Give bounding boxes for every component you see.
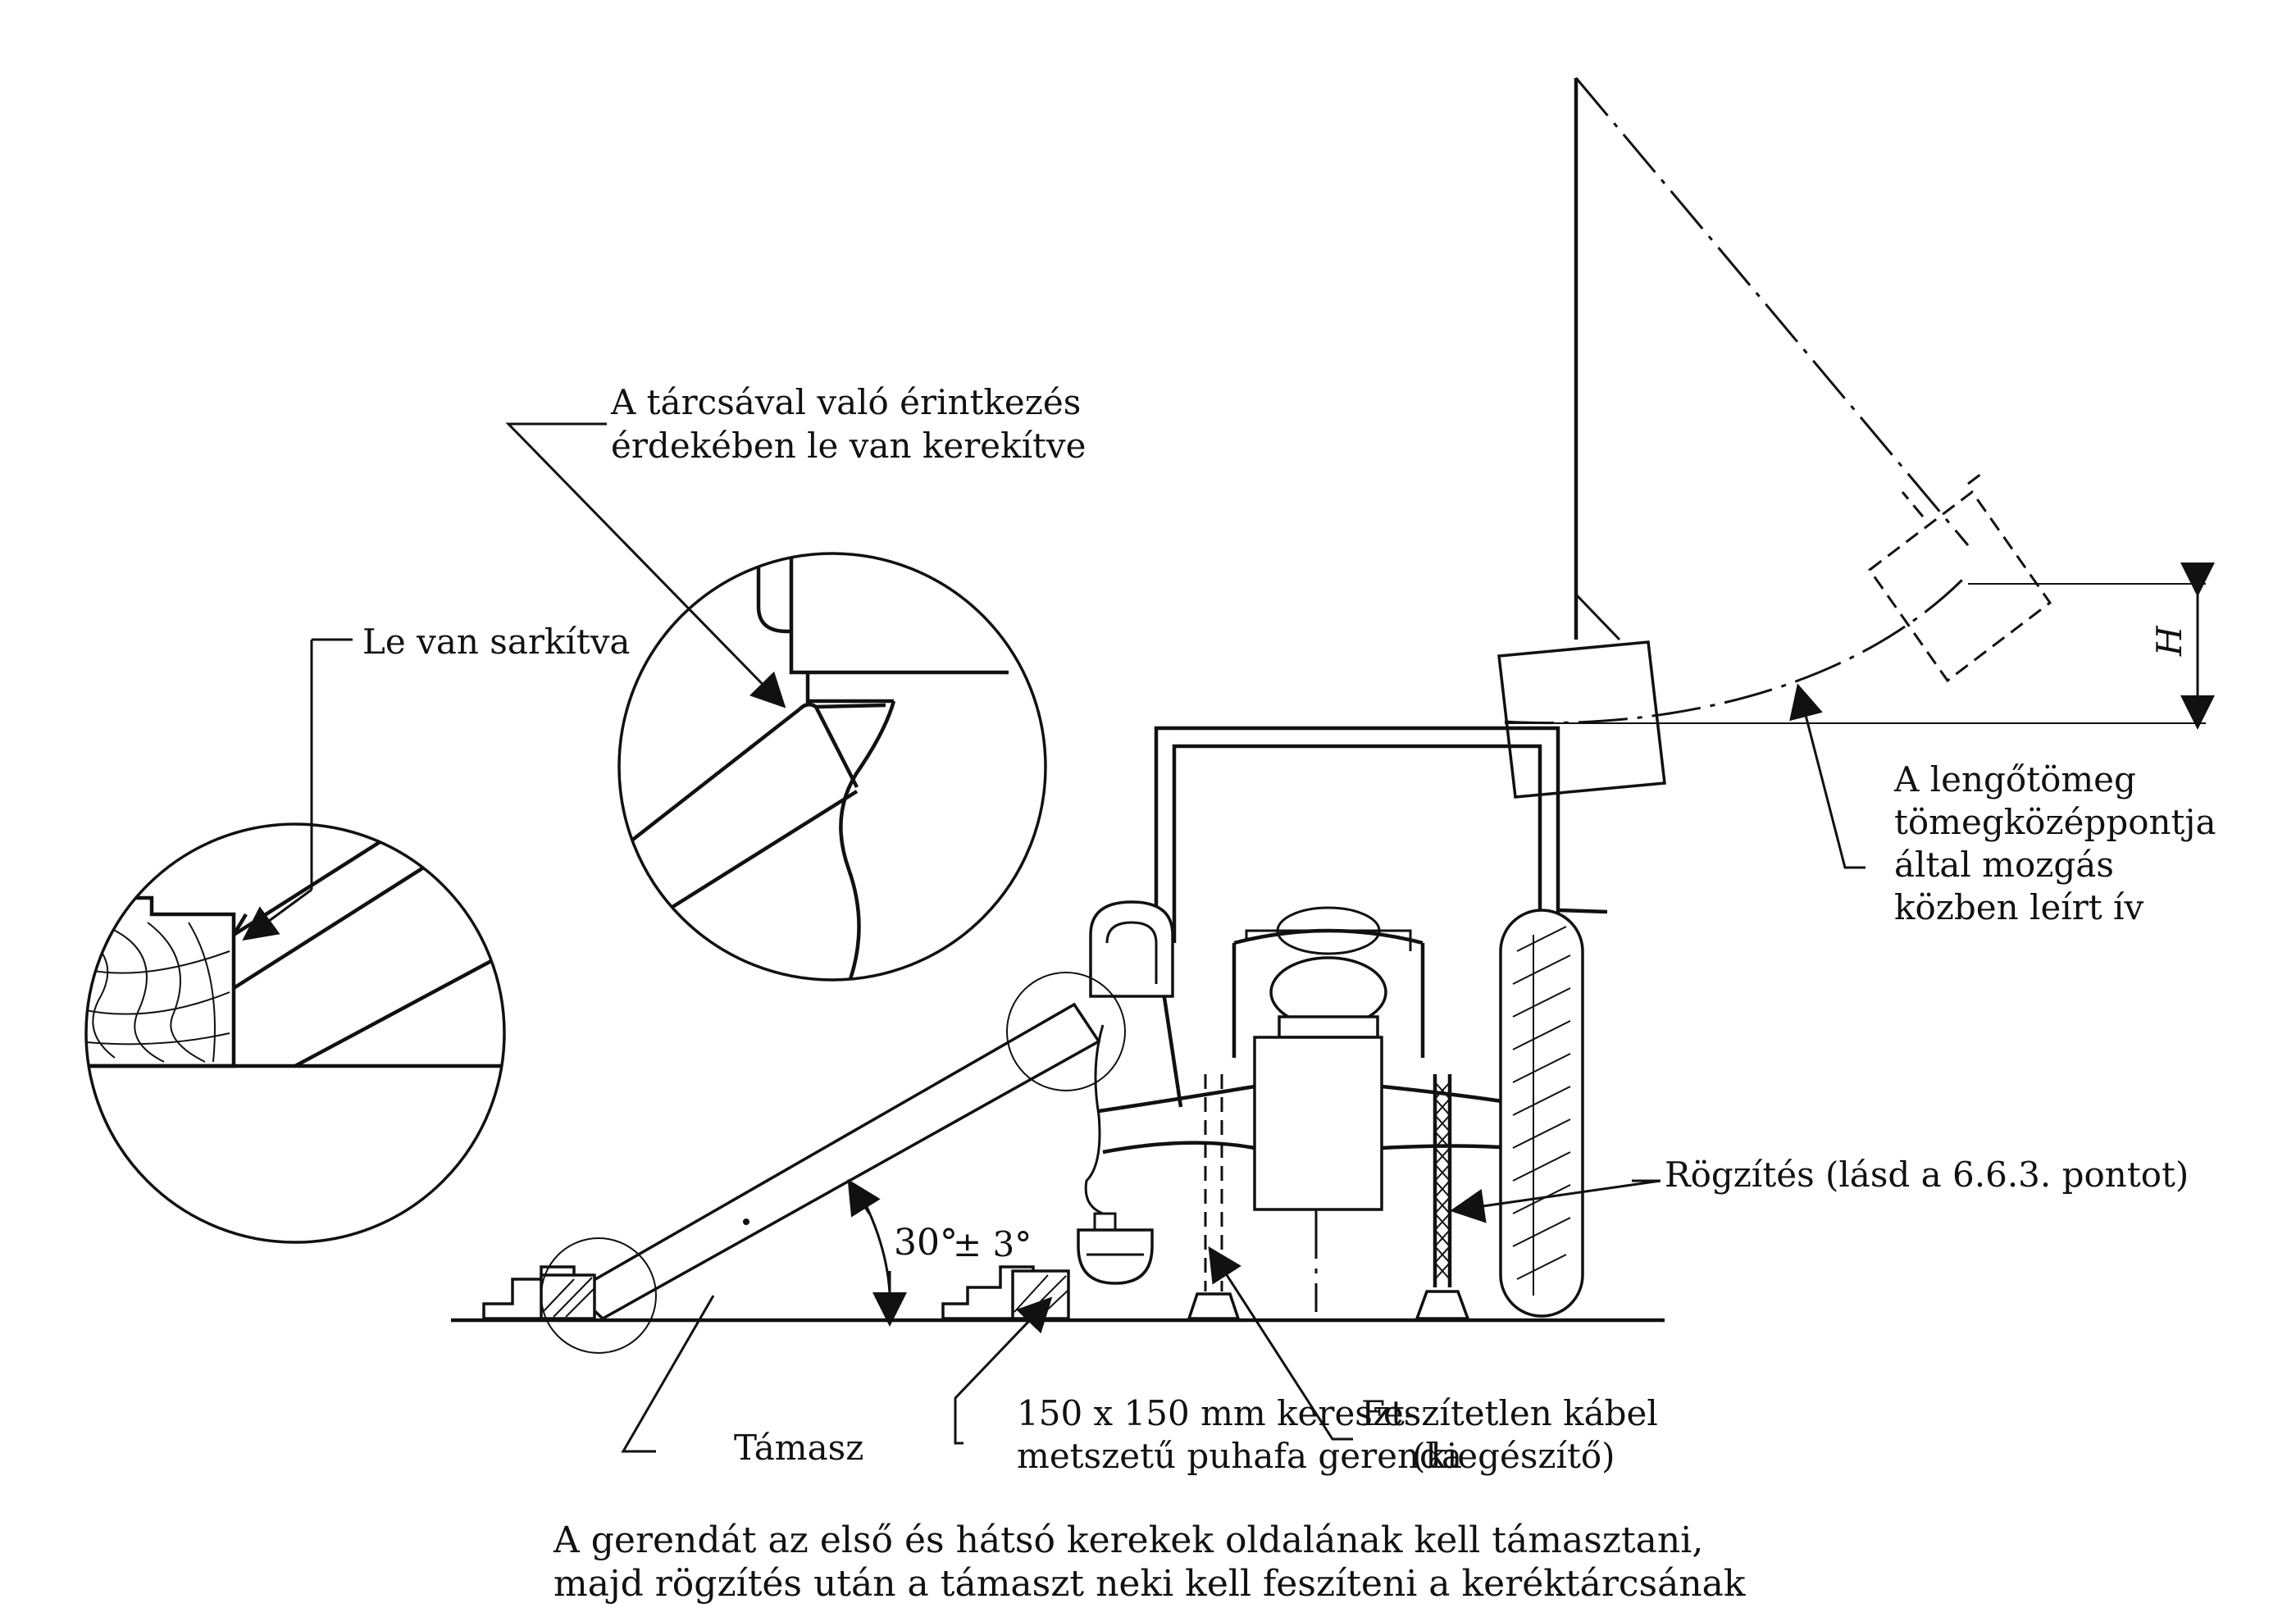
softwood-beam-right — [941, 1265, 1070, 1320]
detail-rounded-contact — [505, 422, 1047, 982]
caption-line-1: A gerendát az első és hátsó kerekek olda… — [553, 1519, 1703, 1561]
label-pendulum-arc-3: által mozgás — [1894, 845, 2114, 885]
support-prop: 30° ± 3° — [572, 1002, 1101, 1327]
label-pendulum-arc-1: A lengőtömeg — [1893, 759, 2136, 799]
angle-tolerance: ± 3° — [953, 1224, 1032, 1264]
label-pendulum-arc-2: tömegközéppontja — [1894, 802, 2216, 842]
pendulum: H — [1497, 77, 2215, 869]
detail-circle-support — [540, 1237, 657, 1354]
label-chamfered: Le van sarkítva — [362, 622, 630, 662]
label-cable-2: (kiegészítő) — [1412, 1436, 1615, 1476]
label-contact-rounded-2: érdekében le van kerekítve — [611, 426, 1086, 466]
label-pendulum-arc-4: közben leírt ív — [1894, 887, 2143, 927]
tractor-body — [1253, 1036, 1383, 1211]
rear-wheel — [1499, 909, 1584, 1318]
fixing-chain — [1414, 1074, 1470, 1320]
label-beam-2: metszetű puhafa gerenda — [1017, 1436, 1462, 1476]
caption-line-2: majd rögzítés után a támaszt neki kell f… — [554, 1563, 1746, 1605]
label-cable-1: Feszítetlen kábel — [1361, 1393, 1658, 1433]
angle-label: 30° — [894, 1222, 958, 1264]
pendulum-mass-raised — [1867, 490, 2052, 683]
detail-circle-contact — [1006, 972, 1126, 1091]
label-support: Támasz — [734, 1428, 863, 1468]
tractor — [1077, 726, 1608, 1320]
label-fixing: Rögzítés (lásd a 6.6.3. pontot) — [1665, 1155, 2189, 1195]
pendulum-mass — [1497, 640, 1666, 799]
label-contact-rounded-1: A tárcsával való érintkezés — [610, 382, 1081, 422]
softwood-beam-left — [482, 1265, 596, 1320]
label-beam-1: 150 x 150 mm kereszt- — [1017, 1393, 1416, 1433]
height-symbol: H — [2149, 625, 2189, 657]
detail-chamfer — [84, 638, 506, 1244]
